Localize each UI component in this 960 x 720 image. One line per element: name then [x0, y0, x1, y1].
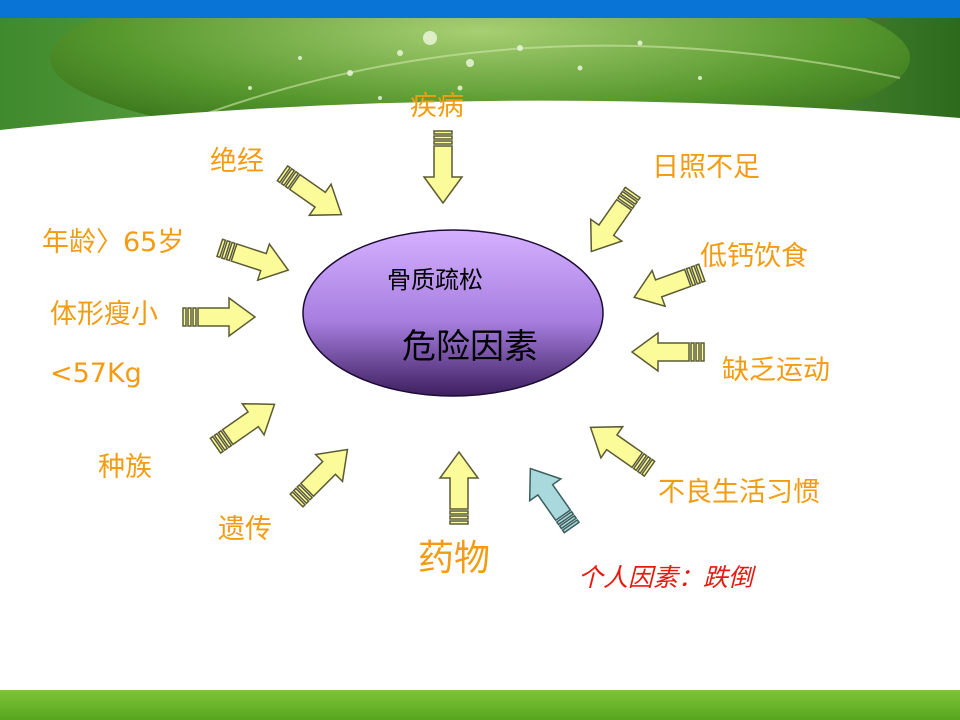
- label-drug: 药物: [418, 538, 491, 579]
- arrow-personal-factor: [514, 456, 588, 540]
- label-weight: <57Kg: [50, 358, 142, 389]
- label-calcium: 低钙饮食: [700, 241, 808, 272]
- arrow-body-shape: [182, 297, 256, 337]
- arrow-race: [203, 388, 287, 462]
- arrow-heredity: [282, 435, 362, 515]
- center-title-line1: 骨质疏松: [387, 266, 483, 294]
- label-disease: 疾病: [410, 91, 464, 122]
- center-title-line2: 危险因素: [402, 327, 538, 367]
- label-age: 年龄〉65岁: [42, 227, 185, 258]
- bottom-green-bar: [0, 690, 960, 720]
- arrow-menopause: [270, 157, 354, 231]
- arrow-habits: [578, 411, 662, 485]
- arrow-exercise: [631, 332, 705, 372]
- top-blue-bar: [0, 0, 960, 18]
- arrow-drug: [439, 451, 479, 525]
- arrow-sunlight: [575, 180, 649, 264]
- label-exercise: 缺乏运动: [722, 355, 830, 386]
- label-sunlight: 日照不足: [652, 152, 760, 183]
- label-body-shape: 体形瘦小: [50, 299, 158, 330]
- arrow-age: [213, 229, 295, 289]
- label-race: 种族: [98, 452, 152, 483]
- label-menopause: 绝经: [210, 146, 264, 177]
- arrow-disease: [423, 130, 463, 204]
- personal-factor-note: 个人因素：跌倒: [578, 563, 754, 592]
- leaf-banner-image: [0, 18, 960, 150]
- label-habits: 不良生活习惯: [658, 477, 820, 508]
- arrow-calcium: [626, 254, 710, 316]
- label-heredity: 遗传: [218, 514, 272, 545]
- center-ellipse: [302, 229, 604, 397]
